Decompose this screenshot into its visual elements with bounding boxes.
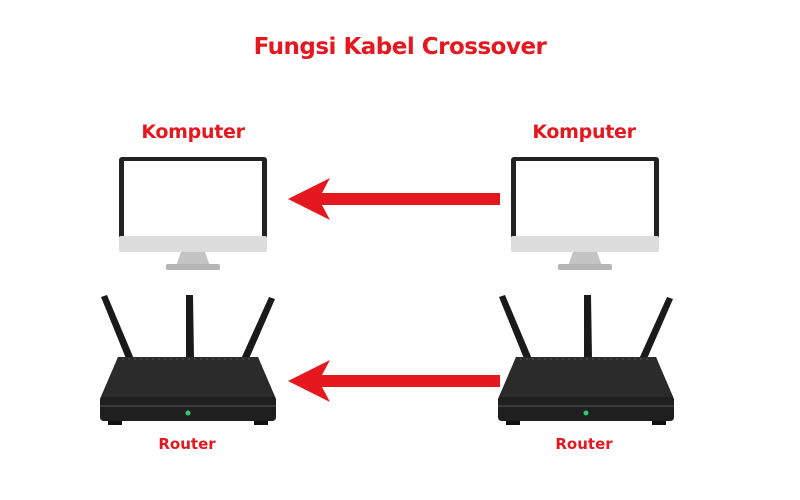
left-router-icon — [100, 295, 276, 425]
right-computer-label: Komputer — [532, 121, 636, 143]
right-router-label: Router — [555, 435, 613, 453]
router-arrow-icon — [288, 360, 500, 402]
right-computer-monitor-icon — [511, 157, 659, 270]
left-computer-label: Komputer — [141, 121, 245, 143]
diagram-title: Fungsi Kabel Crossover — [253, 34, 547, 60]
right-router-icon — [498, 295, 674, 425]
computer-arrow-icon — [288, 178, 500, 220]
left-router-label: Router — [158, 435, 216, 453]
left-computer-monitor-icon — [119, 157, 267, 270]
